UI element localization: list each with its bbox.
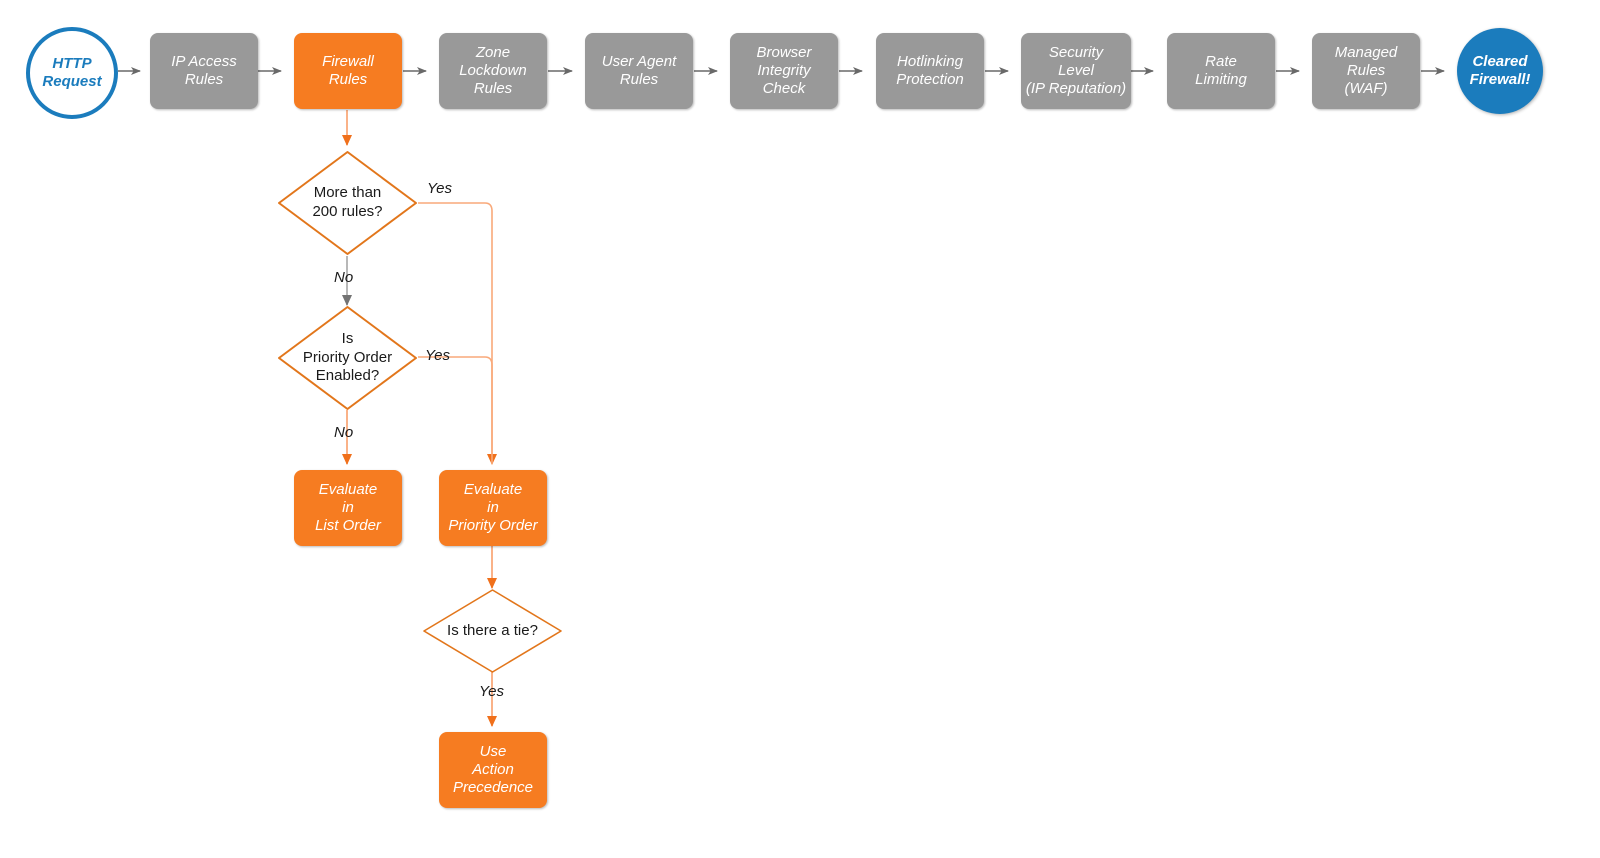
edge-label-yes-tie: Yes — [479, 683, 505, 700]
node-cleared-firewall-label: Cleared Firewall! — [1469, 53, 1531, 88]
node-browser-integrity-check-label: Browser Integrity Check — [756, 44, 812, 97]
node-hotlinking-protection[interactable]: Hotlinking Protection — [876, 33, 984, 109]
node-firewall-rules[interactable]: Firewall Rules — [294, 33, 402, 109]
node-rate-limiting-label: Rate Limiting — [1195, 53, 1247, 88]
node-zone-lockdown-rules[interactable]: Zone Lockdown Rules — [439, 33, 547, 109]
node-firewall-rules-label: Firewall Rules — [322, 53, 374, 88]
decision-is-there-a-tie-label: Is there a tie? — [447, 621, 538, 639]
decision-more-than-200-rules-label: More than 200 rules? — [312, 184, 383, 220]
node-hotlinking-protection-label: Hotlinking Protection — [896, 53, 964, 88]
node-browser-integrity-check[interactable]: Browser Integrity Check — [730, 33, 838, 109]
edge-label-yes-priority-order: Yes — [425, 347, 451, 364]
node-evaluate-in-priority-order[interactable]: Evaluate in Priority Order — [439, 470, 547, 546]
edge-label-no-more-than-200: No — [334, 269, 354, 286]
node-user-agent-rules[interactable]: User Agent Rules — [585, 33, 693, 109]
decision-is-priority-order-enabled-label: Is Priority Order Enabled? — [302, 329, 393, 385]
node-security-level[interactable]: Security Level (IP Reputation) — [1021, 33, 1131, 109]
decision-is-priority-order-enabled[interactable]: Is Priority Order Enabled? — [277, 305, 418, 411]
node-evaluate-in-list-order[interactable]: Evaluate in List Order — [294, 470, 402, 546]
node-cleared-firewall[interactable]: Cleared Firewall! — [1457, 28, 1543, 114]
node-user-agent-rules-label: User Agent Rules — [601, 53, 677, 88]
node-ip-access-rules[interactable]: IP Access Rules — [150, 33, 258, 109]
node-use-action-precedence[interactable]: Use Action Precedence — [439, 732, 547, 808]
node-ip-access-rules-label: IP Access Rules — [171, 53, 237, 88]
node-managed-rules-waf[interactable]: Managed Rules (WAF) — [1312, 33, 1420, 109]
node-zone-lockdown-rules-label: Zone Lockdown Rules — [459, 44, 527, 97]
edge-label-no-priority-order: No — [334, 424, 354, 441]
edge-label-yes-more-than-200: Yes — [427, 180, 453, 197]
node-http-request[interactable]: HTTP Request — [26, 27, 118, 119]
node-rate-limiting[interactable]: Rate Limiting — [1167, 33, 1275, 109]
node-evaluate-in-priority-order-label: Evaluate in Priority Order — [448, 481, 538, 534]
node-managed-rules-waf-label: Managed Rules (WAF) — [1334, 44, 1398, 97]
node-security-level-label: Security Level (IP Reputation) — [1025, 44, 1127, 97]
node-use-action-precedence-label: Use Action Precedence — [452, 743, 534, 796]
node-evaluate-in-list-order-label: Evaluate in List Order — [315, 481, 381, 534]
decision-more-than-200-rules[interactable]: More than 200 rules? — [277, 150, 418, 256]
node-http-request-label: HTTP Request — [42, 55, 102, 90]
decision-is-there-a-tie[interactable]: Is there a tie? — [422, 588, 563, 674]
